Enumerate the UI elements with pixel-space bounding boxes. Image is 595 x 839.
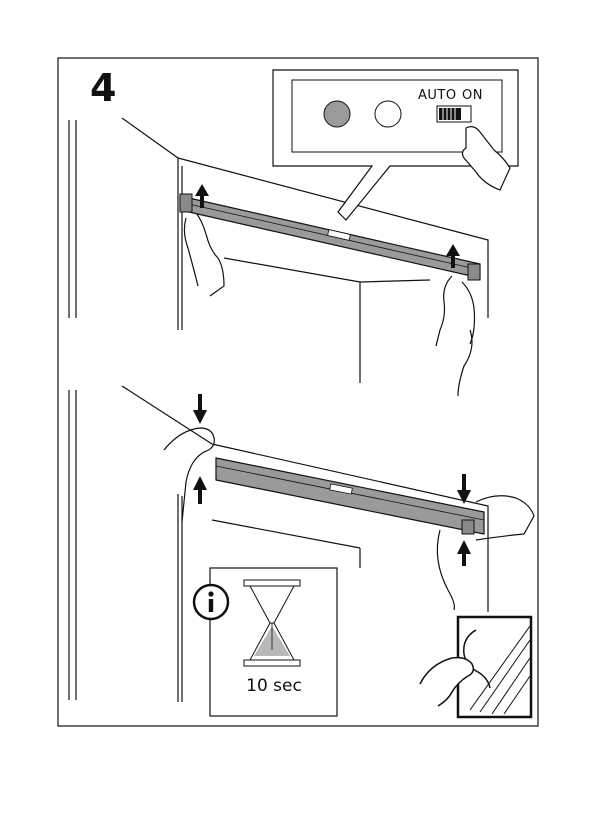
- timer-duration-label: 10 sec: [211, 676, 337, 696]
- down-arrow-icon: [193, 394, 207, 424]
- grey-button-icon: [324, 101, 350, 127]
- mode-switch-icon: [437, 106, 471, 122]
- up-arrow-icon: [193, 476, 207, 504]
- step-number: 4: [90, 66, 116, 110]
- switch-on-label: ON: [462, 88, 483, 103]
- peel-film-icon: [420, 617, 531, 717]
- switch-auto-label: AUTO: [418, 88, 457, 103]
- up-arrow-icon: [457, 540, 471, 566]
- info-icon: [194, 585, 228, 619]
- light-rail-top: [180, 194, 480, 280]
- white-button-icon: [375, 101, 401, 127]
